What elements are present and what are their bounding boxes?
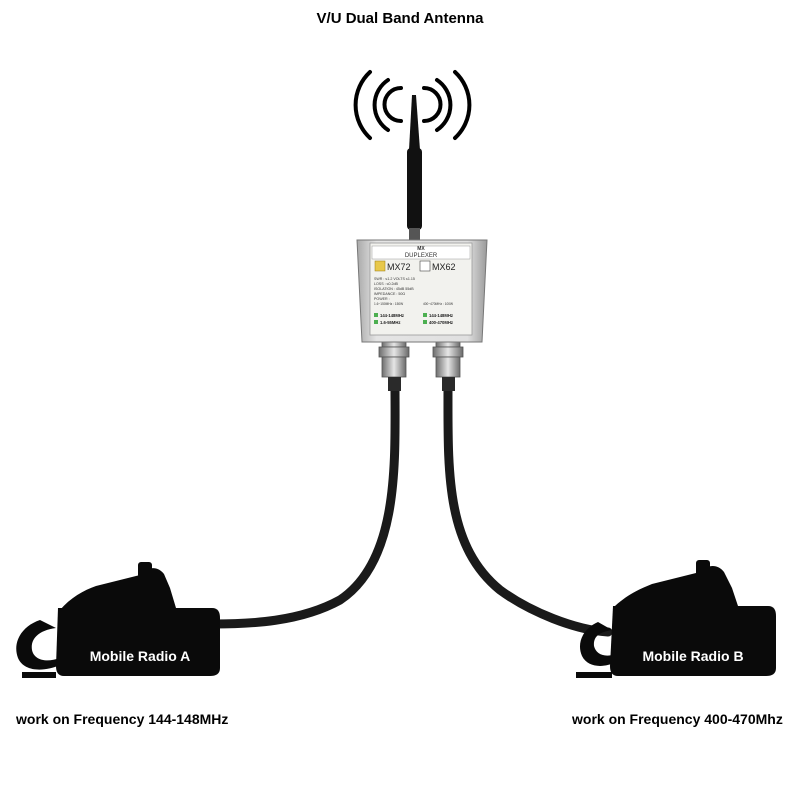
spec-line-2: LOSS : ≤0.2dB [374, 282, 399, 286]
power-a: 1.6~150MHz : 150W [374, 302, 403, 306]
signal-waves-icon [353, 70, 472, 140]
radio-a-caption: work on Frequency 144-148MHz [16, 711, 229, 727]
mobile-radio-a: Mobile Radio A [16, 562, 220, 678]
cable-a [208, 380, 400, 629]
cable-b [443, 380, 613, 637]
port-a-label-2: 1.6-55MHz [380, 320, 400, 325]
port-a-label: 144-148MHz [380, 313, 404, 318]
diagram-title: V/U Dual Band Antenna [316, 10, 484, 27]
port-b-label: 144-148MHz [429, 313, 453, 318]
duplexer-model-b: MX62 [432, 262, 456, 272]
spec-line-4: IMPEDANCE : 50Ω [374, 292, 405, 296]
port-b-label-2: 400-470MHz [429, 320, 453, 325]
duplexer-brand: MX [417, 246, 425, 252]
radio-b-label: Mobile Radio B [642, 648, 743, 664]
model-b-checkbox-icon [419, 260, 431, 272]
spec-line-5: POWER : [374, 297, 390, 301]
duplexer-unit: MX DUPLEXER MX72 MX62 SWR : ≤1.2 VOLTS ≤… [356, 239, 488, 343]
mobile-radio-b: Mobile Radio B [576, 560, 776, 678]
radio-b-caption: work on Frequency 400-470Mhz [572, 711, 783, 727]
duplexer-header: DUPLEXER [405, 253, 438, 259]
power-b: 400~470MHz : 100W [423, 302, 453, 306]
spec-line-3: ISOLATION : 45dB 55dB [374, 287, 414, 291]
spec-line-1: SWR : ≤1.2 VOLTS ≤1.15 [374, 277, 415, 281]
model-a-checkbox-icon [374, 260, 386, 272]
duplexer-model-a: MX72 [387, 262, 411, 272]
radio-a-label: Mobile Radio A [90, 648, 191, 664]
antenna [407, 95, 422, 240]
